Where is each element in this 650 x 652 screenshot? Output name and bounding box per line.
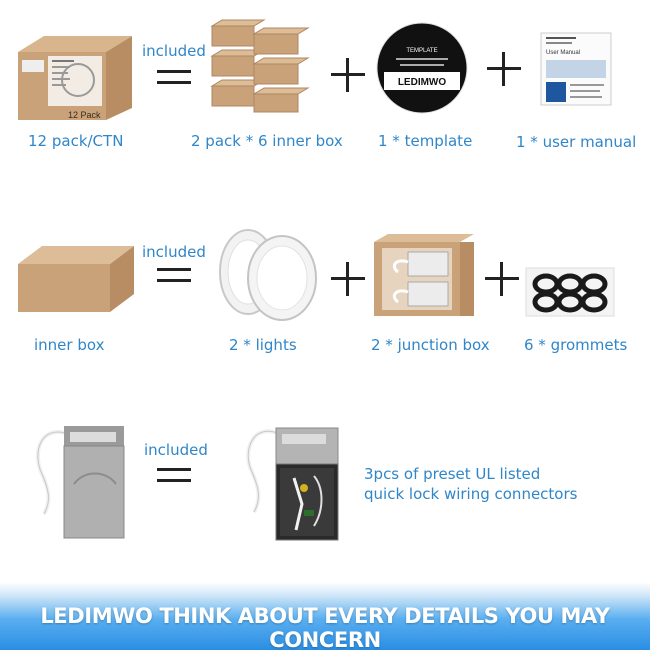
carton-print: 12 Pack	[68, 110, 101, 120]
label-grommets: 6 * grommets	[524, 336, 628, 354]
connectors-note-line2: quick lock wiring connectors	[364, 485, 578, 503]
junction-box-closed-image	[35, 426, 125, 539]
label-template: 1 * template	[378, 132, 473, 150]
template-disc-image: TEMPLATE LEDIMWO	[376, 22, 468, 114]
junction-boxes-image	[374, 234, 474, 316]
junction-box-open-image	[246, 427, 339, 541]
label-junction-box: 2 * junction box	[371, 336, 490, 354]
template-brand: LEDIMWO	[398, 77, 447, 88]
equals-sign-row3	[157, 468, 191, 482]
template-title: TEMPLATE	[406, 48, 437, 54]
included-label-row3: included	[144, 441, 208, 459]
included-label-row2: included	[142, 243, 206, 261]
inner-boxes-stack-image	[210, 19, 310, 113]
connectors-note-line1: 3pcs of preset UL listed	[364, 465, 541, 483]
banner-slogan: LEDIMWO THINK ABOUT EVERY DETAILS YOU MA…	[40, 604, 610, 652]
lights-image	[219, 229, 317, 321]
inner-box-image	[18, 246, 134, 312]
connectors-note: 3pcs of preset UL listed quick lock wiri…	[364, 464, 577, 504]
label-inner-box: inner box	[34, 336, 105, 354]
label-12-pack-ctn: 12 pack/CTN	[28, 132, 124, 150]
label-lights: 2 * lights	[229, 336, 297, 354]
equals-sign-row1	[157, 70, 191, 84]
bottom-banner	[0, 582, 650, 650]
master-carton-image: 12 Pack	[18, 36, 132, 120]
equals-sign-row2	[157, 268, 191, 282]
grommets-image	[525, 267, 615, 317]
manual-title: User Manual	[546, 50, 580, 56]
plus-sign-1	[331, 58, 365, 92]
label-inner-boxes: 2 pack * 6 inner box	[191, 132, 343, 150]
plus-sign-3	[331, 262, 365, 296]
user-manual-image: User Manual	[540, 32, 612, 106]
plus-sign-4	[485, 262, 519, 296]
included-label-row1: included	[142, 42, 206, 60]
plus-sign-2	[487, 52, 521, 86]
label-user-manual: 1 * user manual	[516, 133, 637, 151]
